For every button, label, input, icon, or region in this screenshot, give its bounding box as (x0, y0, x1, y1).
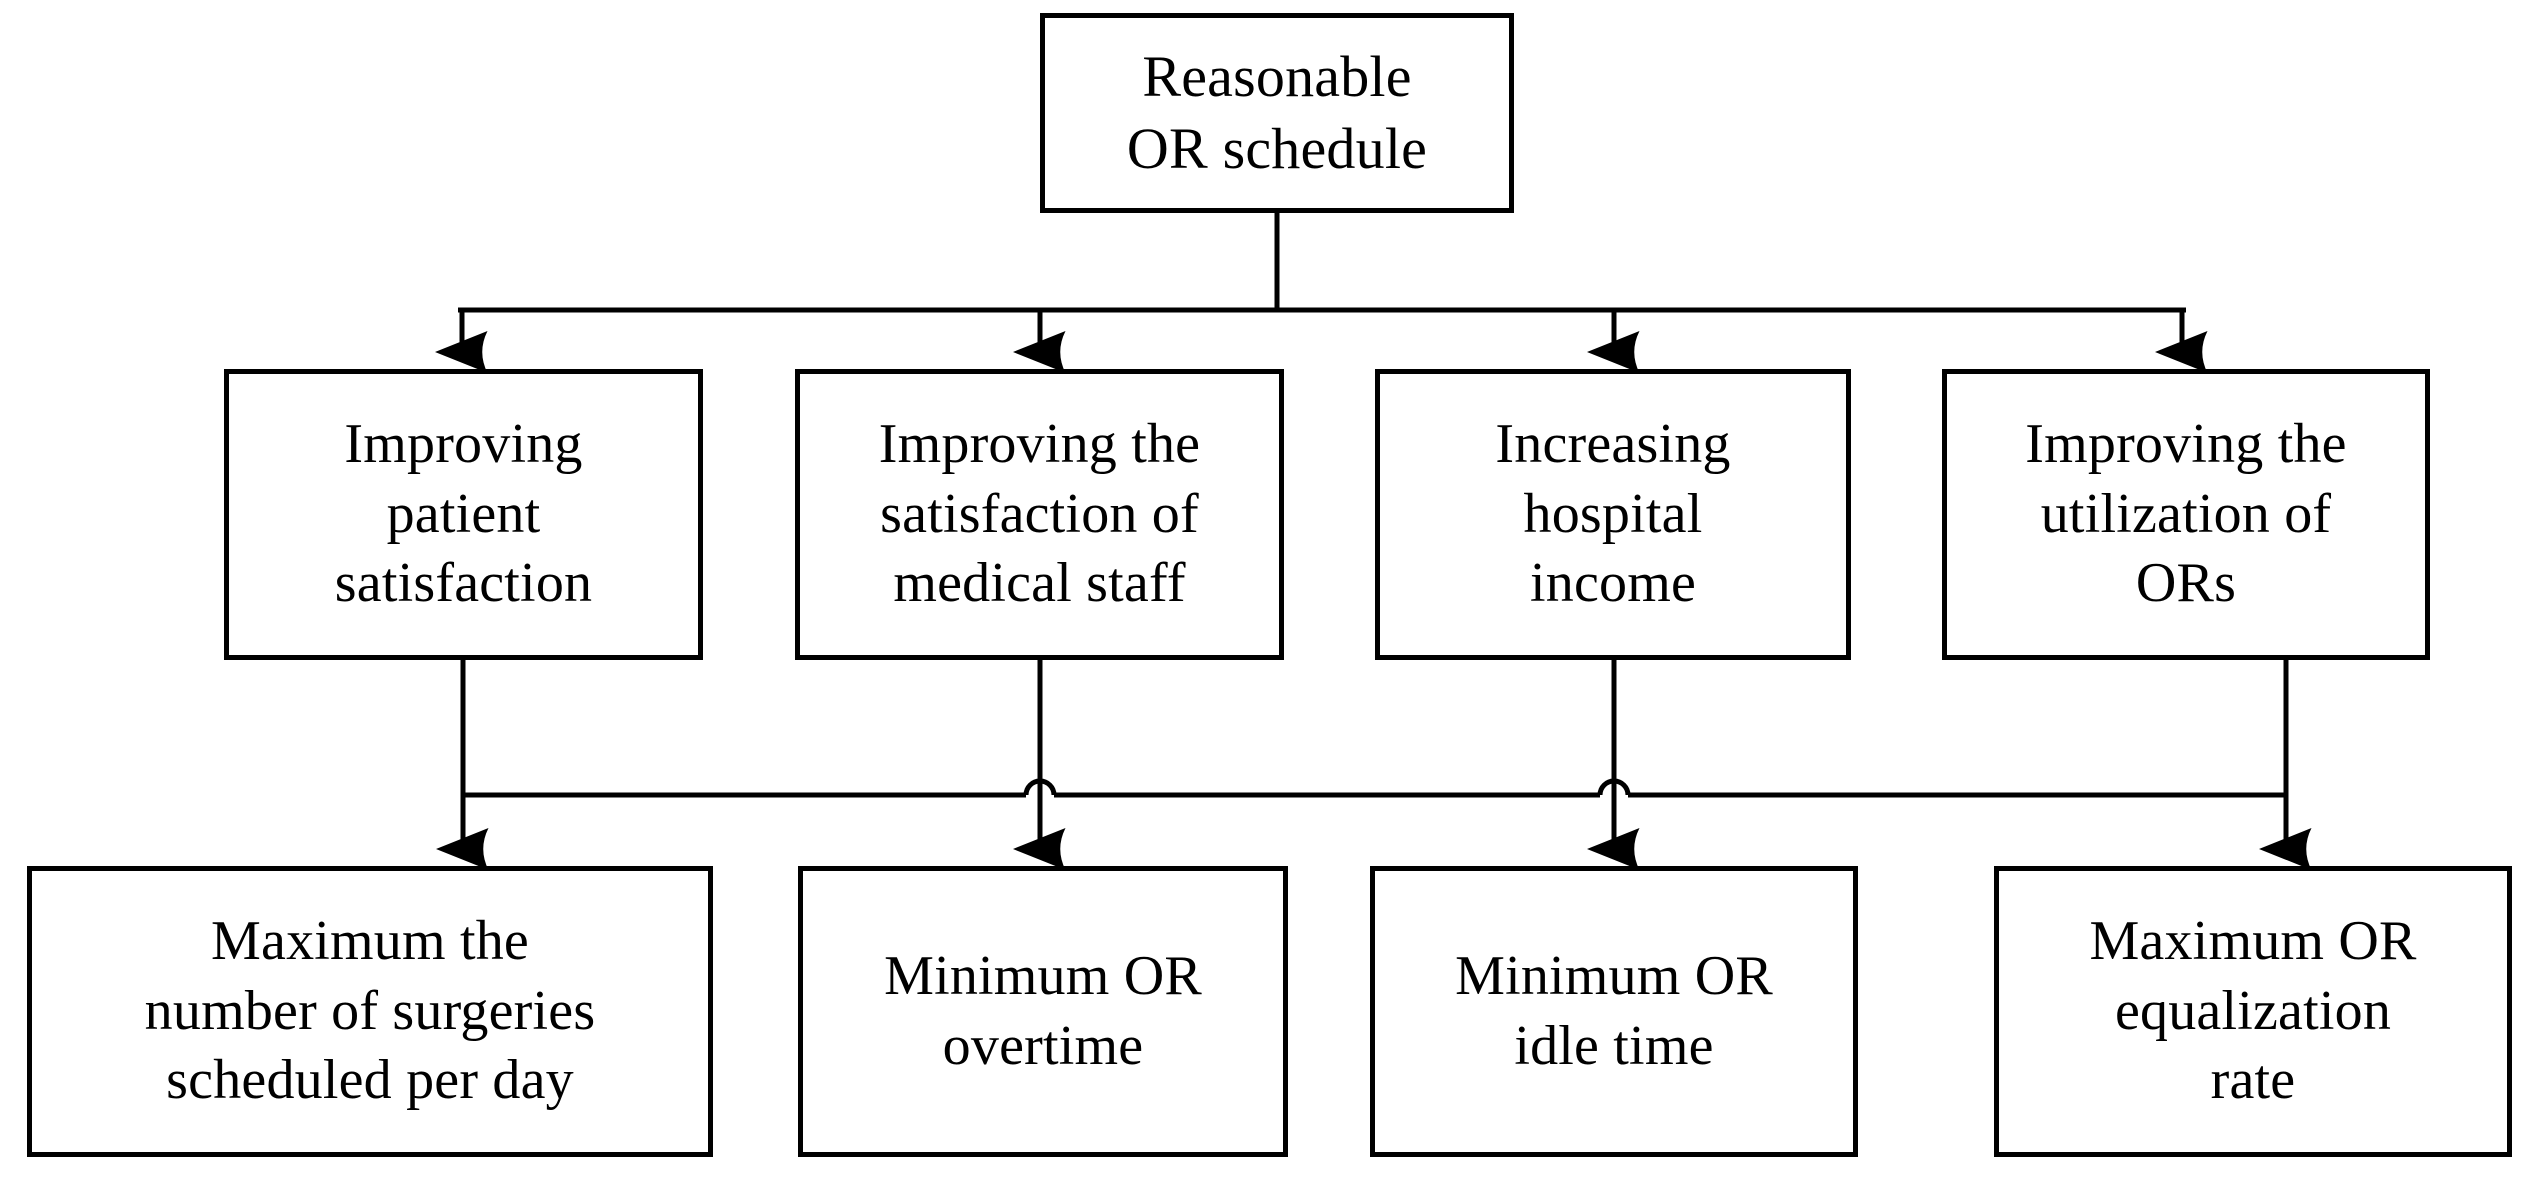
node-goal-minimum-or-overtime[interactable]: Minimum OR overtime (798, 866, 1288, 1157)
node-objective-improving-utilization-of-ors[interactable]: Improving the utilization of ORs (1942, 369, 2430, 660)
line-jump-arc-1 (1023, 778, 1057, 796)
node-goal-maximum-or-equalization-rate[interactable]: Maximum OR equalization rate (1994, 866, 2512, 1157)
node-goal-minimum-or-idle-time[interactable]: Minimum OR idle time (1370, 866, 1858, 1157)
line-jump-arc-2 (1597, 778, 1631, 796)
node-root-reasonable-or-schedule[interactable]: Reasonable OR schedule (1040, 13, 1514, 213)
node-objective-improving-patient-satisfaction[interactable]: Improving patient satisfaction (224, 369, 703, 660)
node-objective-increasing-hospital-income[interactable]: Increasing hospital income (1375, 369, 1851, 660)
node-objective-improving-satisfaction-of-medical-staff[interactable]: Improving the satisfaction of medical st… (795, 369, 1284, 660)
node-goal-maximum-number-of-surgeries-scheduled-per-day[interactable]: Maximum the number of surgeries schedule… (27, 866, 713, 1157)
